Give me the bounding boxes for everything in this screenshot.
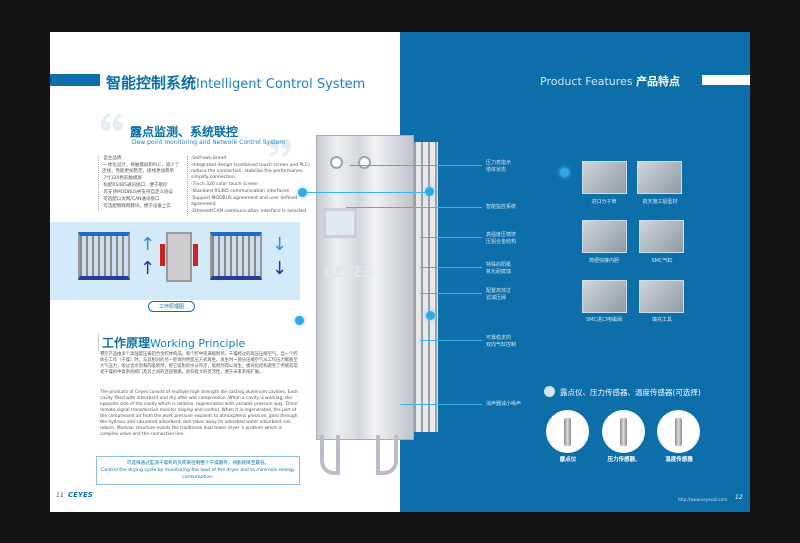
- touch-screen: [323, 208, 357, 238]
- pressure-gauge-icon: [330, 156, 343, 169]
- product-photo: [582, 280, 627, 313]
- callout-dot: [425, 187, 434, 196]
- sensor-label: 露点仪: [559, 457, 577, 463]
- temperature-sensor-photo: [657, 410, 700, 453]
- working-principle-diagram: ↑ ↑ ↓ ↓: [50, 222, 300, 300]
- product-photo: [582, 220, 627, 253]
- product-photo: [637, 161, 682, 194]
- wp-paragraph-cn: 賽亞产品由多个高强度压铸铝合金腔体构成。每个腔中装满吸附剂，干燥经过的高压压缩空…: [100, 352, 298, 375]
- callout-control-system: 智能监控系统: [486, 204, 517, 210]
- valve-illustration: [160, 232, 198, 282]
- features-en: ·Self-own brand ·Integrated design (comb…: [187, 156, 311, 216]
- page-number-right: 12: [735, 494, 743, 501]
- feature-en: ·Self-own brand: [191, 156, 227, 161]
- product-label: SMC进口电磁阀: [586, 317, 622, 323]
- title-cn: 产品特点: [636, 75, 681, 88]
- callout-dot: [560, 168, 569, 177]
- product-photo: [639, 220, 684, 253]
- callout-filter: 配置高效过 滤减压阀: [486, 288, 512, 301]
- callout-dot: [298, 188, 307, 197]
- section-title: 智能控制系统Intelligent Control System: [106, 72, 365, 93]
- sensor-icon: [544, 386, 555, 397]
- feature-cn: ·可支持MODBUS并支持自定义协议: [102, 190, 174, 195]
- product-label: 填充工具: [651, 317, 672, 323]
- product-label: 航天施工铝型材: [642, 199, 678, 205]
- callout-line: [420, 267, 482, 268]
- feature-en: ·Ethernet/CAN communication interface is…: [191, 209, 307, 214]
- title-bar: [702, 75, 750, 85]
- callout-dot: [426, 311, 435, 320]
- feature-cn: ·一体化设计，将触摸屏和PLC，减少了连线，性能更加稳定，接线更加简单: [102, 163, 180, 174]
- callout-line: [350, 165, 482, 166]
- callout-line: [300, 192, 430, 193]
- product-label: 进口分子筛: [591, 199, 617, 205]
- quote-open-icon: [100, 114, 123, 131]
- dryer-product-image: CEYES: [316, 130, 438, 475]
- feature-cn: ·标配RS485通讯接口，便于联控: [102, 183, 168, 188]
- pressure-gauge-icon: [358, 156, 371, 169]
- note-cn: 可选择通过監测干燥机的负荷来控制整个干燥循环，将能耗降至最低。: [126, 461, 270, 466]
- diagram-label: 工作原理图: [148, 301, 196, 312]
- product-label: SMC气缸: [651, 258, 673, 264]
- sensor-label: 压力传感器、: [607, 457, 641, 463]
- working-principle-title: 工作原理Working Principle: [98, 334, 245, 351]
- features-cn: ·自主品牌 ·一体化设计，将触摸屏和PLC，减少了连线，性能更加稳定，接线更加简…: [98, 156, 182, 211]
- wp-paragraph-en: The products of Ceyes consist of multipl…: [100, 390, 299, 437]
- title-en: Intelligent Control System: [196, 77, 366, 92]
- callout-cylinder: 可靠稳定的 双向气缸控制: [486, 335, 517, 348]
- website-url: http://www.ceyesair.com: [678, 497, 728, 502]
- brand-logo: CEYES: [68, 491, 93, 499]
- feature-en: ·Integrated design (combined touch scree…: [191, 163, 310, 180]
- callout-line: [420, 340, 482, 341]
- title-en: Product Features: [540, 75, 633, 88]
- arrow-up-icon: ↑: [140, 258, 156, 279]
- sensor-heading: 露点仪、压力传感器、温度传感器(可选择): [560, 388, 701, 397]
- title-bar: [50, 74, 100, 86]
- callout-silencer: 消声器减小噪声: [486, 401, 522, 407]
- product-features-title: Product Features 产品特点: [540, 73, 680, 89]
- quote-close-icon: [269, 139, 292, 156]
- feature-en: ·Standard RS485 communication interfaces: [191, 189, 289, 194]
- callout-line: [420, 293, 482, 294]
- subtitle-cn: 露点监测、系统联控: [130, 125, 239, 139]
- dryer-unit-regenerating-illustration: [210, 232, 262, 280]
- arrow-down-icon: ↓: [272, 258, 288, 279]
- wp-title-cn: 工作原理: [102, 336, 151, 350]
- title-cn: 智能控制系统: [106, 74, 197, 92]
- product-label: 简便快接内胆: [588, 258, 619, 264]
- callout-line: [346, 207, 482, 208]
- page-number-left: 11: [56, 492, 64, 499]
- dew-point-meter-photo: [546, 410, 589, 453]
- arrow-down-icon: ↓: [272, 234, 288, 255]
- feature-cn: ·自主品牌: [102, 156, 122, 161]
- feature-en: ·Support MODBUS agreement and user defin…: [191, 196, 298, 207]
- wp-title-en: Working Principle: [150, 337, 246, 350]
- product-logo: CEYES: [324, 265, 374, 281]
- note-en: Control the drying cycle by monitoring t…: [101, 468, 295, 480]
- arrow-up-icon: ↑: [140, 234, 156, 255]
- callout-dot: [295, 316, 304, 325]
- feature-en: ·7inch 320 color touch screen: [191, 182, 258, 187]
- dryer-unit-drying-illustration: [78, 232, 130, 280]
- feature-cn: ·7寸320色彩触摸屏: [102, 176, 142, 181]
- callout-aluminum: 高强度压铸挤 压铝合金结构: [486, 232, 517, 245]
- energy-note-box: 可选择通过監测干燥机的负荷来控制整个干燥循环，将能耗降至最低。 Control …: [96, 456, 300, 485]
- subtitle-en: Dew point monitoring and Network Control…: [132, 139, 286, 146]
- callout-line: [400, 404, 482, 405]
- callout-anodized: 特殊的阳极 氧化耐腐蚀: [486, 262, 512, 275]
- stand-leg: [376, 435, 398, 475]
- callout-line: [420, 237, 482, 238]
- pressure-sensor-photo: [602, 410, 645, 453]
- stand-leg: [320, 435, 340, 475]
- product-photo: [639, 280, 684, 313]
- feature-cn: ·可选配以太网/CAN通讯接口: [102, 197, 160, 202]
- feature-cn: ·可选配物联网模块，便于设备上云: [102, 204, 171, 209]
- product-photo: [582, 161, 627, 194]
- sensor-label: 温度传感器: [665, 457, 693, 463]
- callout-pressure-gauge: 压力表指示 塔体状态: [486, 160, 512, 173]
